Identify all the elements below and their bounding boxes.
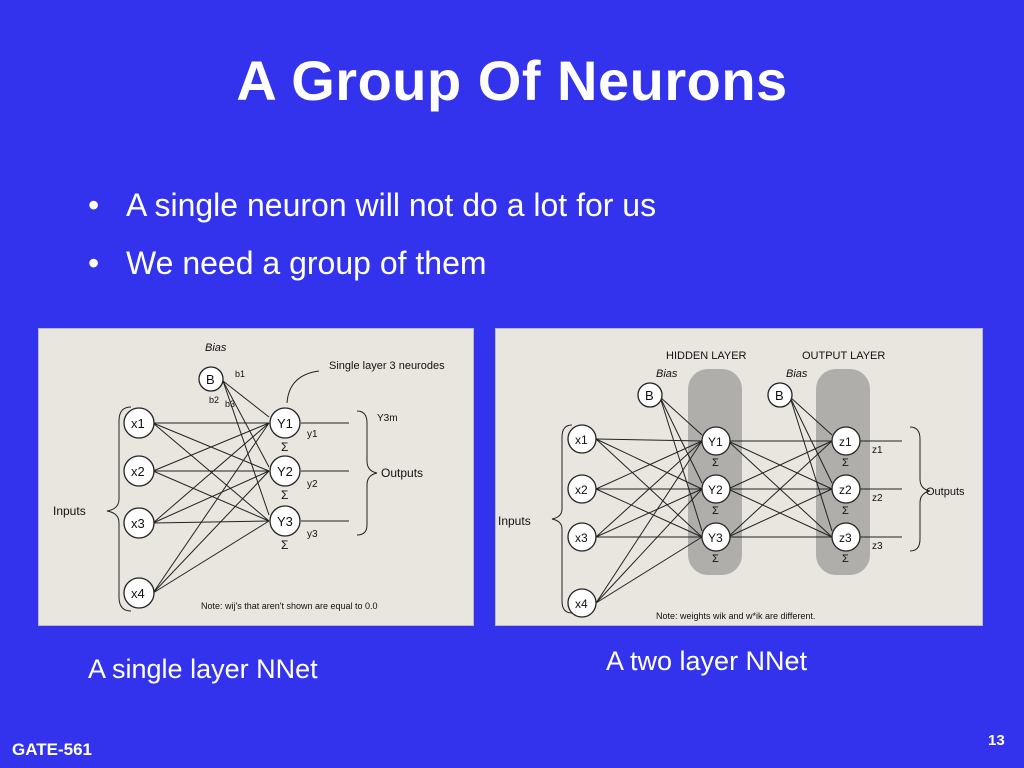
output-value-label: y2	[307, 479, 318, 490]
input-node-label: x3	[131, 516, 145, 531]
sigma-symbol: Σ	[712, 553, 719, 565]
hidden-layer-band	[688, 369, 742, 575]
sigma-symbol: Σ	[712, 505, 719, 517]
hidden-node-label: Y1	[708, 435, 723, 449]
hidden-node-label: Y2	[708, 483, 723, 497]
output-node-label: z1	[839, 435, 852, 449]
bias-node-label: B	[206, 372, 215, 387]
input-node-label: x1	[131, 416, 145, 431]
footer-label: GATE-561	[12, 740, 92, 759]
bullet-dot: •	[88, 245, 100, 281]
output-node-label: Y2	[277, 464, 293, 479]
sigma-symbol: Σ	[281, 538, 288, 552]
page-number: 13	[988, 732, 1005, 749]
bias-weight-label: b2	[209, 395, 219, 405]
input-node-label: x3	[575, 531, 588, 545]
output-value-label: z3	[872, 541, 883, 552]
bullet-text: We need a group of them	[126, 245, 487, 281]
input-node-label: x2	[131, 464, 145, 479]
input-node-label: x1	[575, 433, 588, 447]
output-layer-label: OUTPUT LAYER	[802, 350, 885, 362]
bias-node-label: B	[645, 388, 654, 403]
caption-left: A single layer NNet	[88, 654, 318, 684]
slide-title: A Group Of Neurons	[236, 49, 788, 112]
input-node-label: x4	[575, 597, 588, 611]
bias-label: Bias	[786, 368, 808, 380]
single-layer-diagram: Bias B Single layer 3 neurodes x1 x2 x3 …	[38, 328, 474, 626]
bias-node-label: B	[775, 388, 784, 403]
sigma-symbol: Σ	[842, 505, 849, 517]
note-label: Note: weights wik and w*ik are different…	[656, 611, 815, 621]
bullet-text: A single neuron will not do a lot for us	[126, 187, 657, 223]
input-node-label: x4	[131, 586, 145, 601]
bullet-item: • We need a group of them	[88, 234, 656, 292]
two-layer-svg: HIDDEN LAYER OUTPUT LAYER Bias Bias B B …	[498, 350, 965, 621]
bullet-list: • A single neuron will not do a lot for u…	[88, 176, 656, 292]
output-value-label: z2	[872, 493, 883, 504]
bullet-dot: •	[88, 187, 100, 223]
output-node-label: z3	[839, 531, 852, 545]
bias-label: Bias	[656, 368, 678, 380]
outputs-label: Outputs	[381, 466, 423, 480]
sigma-symbol: Σ	[281, 440, 288, 454]
output-value-label: z1	[872, 445, 883, 456]
callout-label: Single layer 3 neurodes	[329, 360, 445, 372]
output-value-label: y3	[307, 529, 318, 540]
input-node-label: x2	[575, 483, 588, 497]
bias-weight-label: b3	[225, 399, 235, 409]
output-node-label: z2	[839, 483, 852, 497]
outputs-label: Outputs	[926, 486, 965, 498]
inputs-label: Inputs	[498, 514, 531, 528]
bullet-item: • A single neuron will not do a lot for u…	[88, 176, 656, 234]
hidden-node-label: Y3	[708, 531, 723, 545]
hidden-layer-label: HIDDEN LAYER	[666, 350, 747, 362]
top-output-label: Y3m	[377, 413, 398, 424]
output-node-label: Y1	[277, 416, 293, 431]
inputs-label: Inputs	[53, 504, 86, 518]
caption-right: A two layer NNet	[606, 646, 808, 676]
sigma-symbol: Σ	[712, 457, 719, 469]
output-value-label: y1	[307, 429, 318, 440]
sigma-symbol: Σ	[281, 488, 288, 502]
output-node-label: Y3	[277, 514, 293, 529]
two-layer-diagram: HIDDEN LAYER OUTPUT LAYER Bias Bias B B …	[495, 328, 983, 626]
sigma-symbol: Σ	[842, 457, 849, 469]
note-label: Note: wij's that aren't shown are equal …	[201, 601, 378, 611]
bias-weight-label: b1	[235, 369, 245, 379]
sigma-symbol: Σ	[842, 553, 849, 565]
bias-label: Bias	[205, 342, 227, 354]
single-layer-svg: Bias B Single layer 3 neurodes x1 x2 x3 …	[53, 342, 445, 612]
